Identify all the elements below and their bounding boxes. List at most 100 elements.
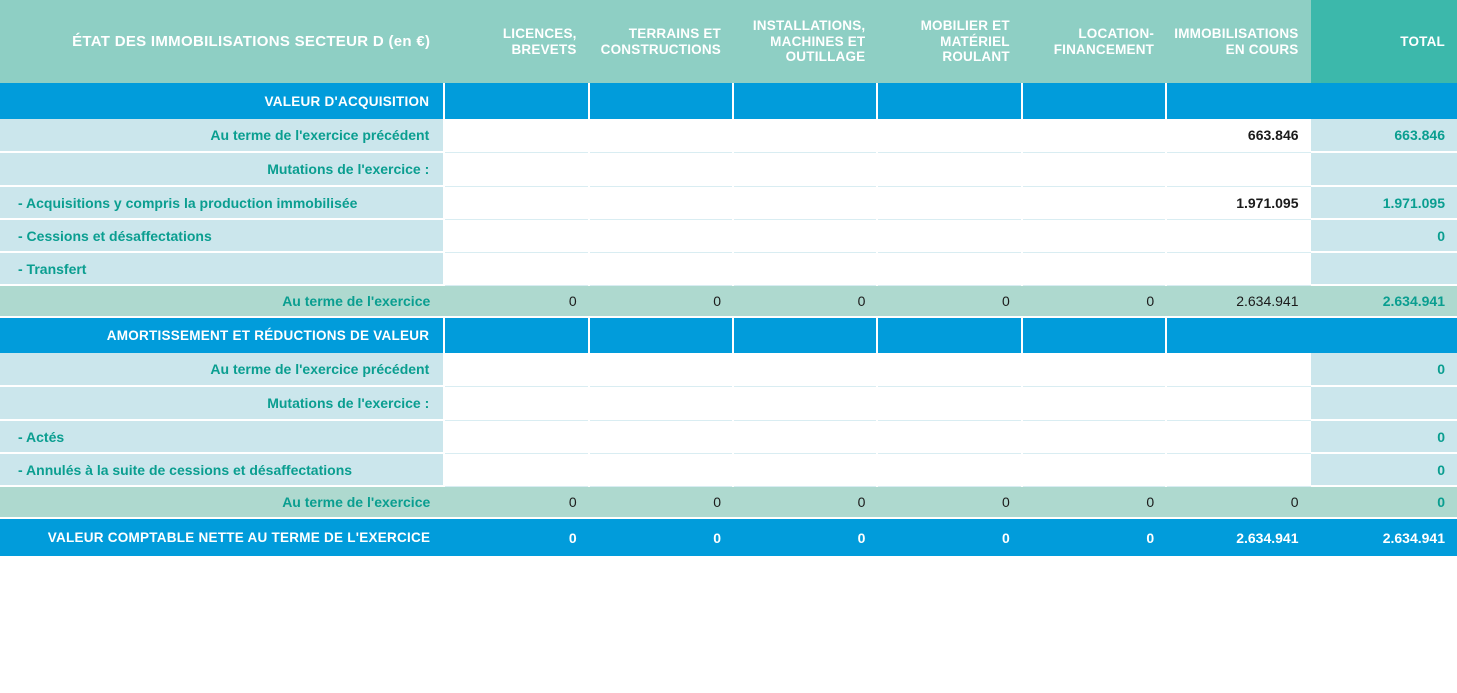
total-cell: 663.846 bbox=[1310, 119, 1457, 153]
subtotal-total-cell: 0 bbox=[1310, 486, 1457, 519]
input-cell[interactable] bbox=[732, 252, 878, 286]
section-band-fill bbox=[876, 317, 1022, 353]
input-cell[interactable] bbox=[1165, 420, 1311, 454]
section-band-fill-total bbox=[1310, 83, 1457, 119]
subtotal-total-cell: 2.634.941 bbox=[1310, 285, 1457, 318]
input-cell[interactable] bbox=[587, 186, 734, 220]
input-cell[interactable] bbox=[732, 386, 878, 421]
input-cell[interactable] bbox=[732, 353, 878, 387]
input-cell[interactable] bbox=[876, 152, 1022, 187]
input-cell[interactable] bbox=[1020, 152, 1167, 187]
input-cell[interactable] bbox=[443, 453, 589, 487]
column-header-total: TOTAL bbox=[1310, 0, 1457, 83]
input-cell[interactable] bbox=[876, 252, 1022, 286]
input-cell[interactable] bbox=[1020, 353, 1167, 387]
input-cell[interactable] bbox=[1165, 453, 1311, 487]
total-cell: 1.971.095 bbox=[1310, 186, 1457, 220]
row-label-annules-suite-cessions-desaffectations: - Annulés à la suite de cessions et désa… bbox=[0, 453, 445, 487]
input-cell[interactable] bbox=[587, 252, 734, 286]
table-row: Au terme de l'exercice précédent 0 bbox=[0, 353, 1457, 387]
input-cell[interactable] bbox=[1020, 386, 1167, 421]
input-cell[interactable] bbox=[1165, 386, 1311, 421]
table-body: VALEUR D'ACQUISITION Au terme de l'exerc… bbox=[0, 83, 1457, 556]
input-cell[interactable] bbox=[732, 420, 878, 454]
table-row: Au terme de l'exercice précédent 663.846… bbox=[0, 119, 1457, 153]
final-row-cell: 0 bbox=[1021, 518, 1167, 556]
row-label-transfert: - Transfert bbox=[0, 252, 445, 286]
column-header-mobilier-materiel-roulant: MOBILIER ET MATÉRIEL ROULANT bbox=[877, 0, 1022, 83]
input-cell[interactable] bbox=[876, 453, 1022, 487]
subtotal-cell: 0 bbox=[1021, 285, 1167, 318]
input-cell[interactable] bbox=[1165, 152, 1311, 187]
section-band-fill bbox=[876, 83, 1022, 119]
input-cell[interactable] bbox=[1165, 353, 1311, 387]
section-band-valeur-acquisition: VALEUR D'ACQUISITION bbox=[0, 83, 1457, 119]
section-band-fill bbox=[1165, 83, 1311, 119]
input-cell[interactable] bbox=[443, 420, 589, 454]
input-cell[interactable] bbox=[876, 186, 1022, 220]
section-band-fill bbox=[732, 317, 878, 353]
section-band-fill bbox=[587, 317, 734, 353]
row-label-actes: - Actés bbox=[0, 420, 445, 454]
table-row: - Transfert bbox=[0, 252, 1457, 286]
input-cell[interactable] bbox=[876, 386, 1022, 421]
input-cell[interactable] bbox=[876, 420, 1022, 454]
input-cell[interactable] bbox=[1020, 453, 1167, 487]
row-label-mutations-exercice: Mutations de l'exercice : bbox=[0, 152, 445, 187]
input-cell[interactable] bbox=[1165, 219, 1311, 253]
input-cell[interactable] bbox=[1020, 119, 1167, 153]
final-row-cell: 0 bbox=[588, 518, 734, 556]
input-cell[interactable] bbox=[732, 119, 878, 153]
section-band-fill bbox=[1020, 317, 1167, 353]
input-cell[interactable] bbox=[1020, 252, 1167, 286]
input-cell[interactable] bbox=[443, 152, 589, 187]
input-cell[interactable]: 1.971.095 bbox=[1165, 186, 1311, 220]
section-band-label: AMORTISSEMENT ET RÉDUCTIONS DE VALEUR bbox=[0, 317, 445, 353]
final-row-cell: 0 bbox=[877, 518, 1022, 556]
section-band-amortissement: AMORTISSEMENT ET RÉDUCTIONS DE VALEUR bbox=[0, 317, 1457, 353]
section-band-fill bbox=[443, 317, 589, 353]
input-cell[interactable] bbox=[1020, 186, 1167, 220]
input-cell[interactable] bbox=[587, 386, 734, 421]
table-row: - Cessions et désaffectations 0 bbox=[0, 219, 1457, 253]
input-cell[interactable] bbox=[587, 152, 734, 187]
input-cell[interactable] bbox=[876, 353, 1022, 387]
input-cell[interactable] bbox=[443, 219, 589, 253]
input-cell[interactable] bbox=[1165, 252, 1311, 286]
input-cell[interactable] bbox=[732, 152, 878, 187]
total-cell: 0 bbox=[1310, 453, 1457, 487]
section-band-label: VALEUR D'ACQUISITION bbox=[0, 83, 445, 119]
final-net-value-row: VALEUR COMPTABLE NETTE AU TERME DE L'EXE… bbox=[0, 518, 1457, 556]
input-cell[interactable] bbox=[1020, 420, 1167, 454]
input-cell[interactable] bbox=[587, 453, 734, 487]
input-cell[interactable] bbox=[443, 353, 589, 387]
page-title: ÉTAT DES IMMOBILISATIONS SECTEUR D (en €… bbox=[0, 0, 445, 83]
input-cell[interactable] bbox=[732, 453, 878, 487]
input-cell[interactable]: 663.846 bbox=[1165, 119, 1311, 153]
total-cell: 0 bbox=[1310, 219, 1457, 253]
input-cell[interactable] bbox=[1020, 219, 1167, 253]
subtotal-cell: 2.634.941 bbox=[1166, 285, 1311, 318]
input-cell[interactable] bbox=[732, 219, 878, 253]
section-band-fill-total bbox=[1310, 317, 1457, 353]
input-cell[interactable] bbox=[876, 119, 1022, 153]
input-cell[interactable] bbox=[587, 219, 734, 253]
table-row: - Actés 0 bbox=[0, 420, 1457, 454]
input-cell[interactable] bbox=[443, 386, 589, 421]
input-cell[interactable] bbox=[443, 252, 589, 286]
input-cell[interactable] bbox=[587, 119, 734, 153]
subtotal-cell: 0 bbox=[1021, 486, 1167, 519]
input-cell[interactable] bbox=[876, 219, 1022, 253]
input-cell[interactable] bbox=[587, 353, 734, 387]
subtotal-row-amortissement: Au terme de l'exercice 0 0 0 0 0 0 0 bbox=[0, 486, 1457, 519]
row-label-amort-mutations-exercice: Mutations de l'exercice : bbox=[0, 386, 445, 421]
input-cell[interactable] bbox=[443, 119, 589, 153]
input-cell[interactable] bbox=[587, 420, 734, 454]
column-header-installations-machines-outillage: INSTALLATIONS, MACHINES ET OUTILLAGE bbox=[733, 0, 878, 83]
input-cell[interactable] bbox=[732, 186, 878, 220]
input-cell[interactable] bbox=[443, 186, 589, 220]
row-label-au-terme-exercice-precedent: Au terme de l'exercice précédent bbox=[0, 119, 445, 153]
subtotal-cell: 0 bbox=[1166, 486, 1311, 519]
section-band-fill bbox=[732, 83, 878, 119]
